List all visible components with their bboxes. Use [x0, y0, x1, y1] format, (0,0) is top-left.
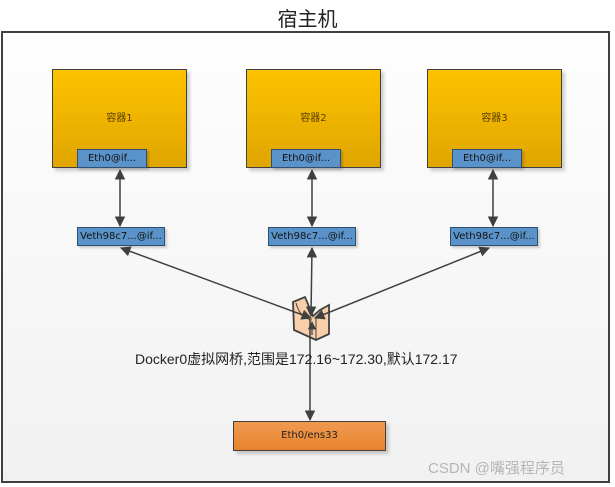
container-2[interactable]: 容器2 Eth0@if...	[246, 69, 381, 168]
container-eth0-interface[interactable]: Eth0@if...	[77, 149, 147, 168]
container-label: 容器2	[300, 113, 327, 124]
container-label: 容器3	[481, 113, 508, 124]
container-label: 容器1	[106, 113, 133, 124]
veth-interface-3[interactable]: Veth98c7...@if...	[450, 227, 538, 246]
watermark: CSDN @嘴强程序员	[428, 460, 565, 477]
bridge-label: Docker0虚拟网桥,范围是172.16~172.30,默认172.17	[135, 351, 458, 367]
link-veth-bridge-1	[120, 246, 312, 320]
link-veth-bridge-2	[305, 246, 318, 318]
container-3[interactable]: 容器3 Eth0@if...	[427, 69, 562, 168]
container-1[interactable]: 容器1 Eth0@if...	[52, 69, 187, 168]
container-eth0-interface[interactable]: Eth0@if...	[271, 149, 341, 168]
veth-interface-2[interactable]: Veth98c7...@if...	[268, 227, 356, 246]
container-eth0-interface[interactable]: Eth0@if...	[452, 149, 522, 168]
veth-interface-1[interactable]: Veth98c7...@if...	[77, 227, 165, 246]
host-title: 宿主机	[277, 7, 338, 31]
link-veth-bridge-3	[314, 246, 490, 320]
host-nic-eth0[interactable]: Eth0/ens33	[233, 421, 386, 451]
